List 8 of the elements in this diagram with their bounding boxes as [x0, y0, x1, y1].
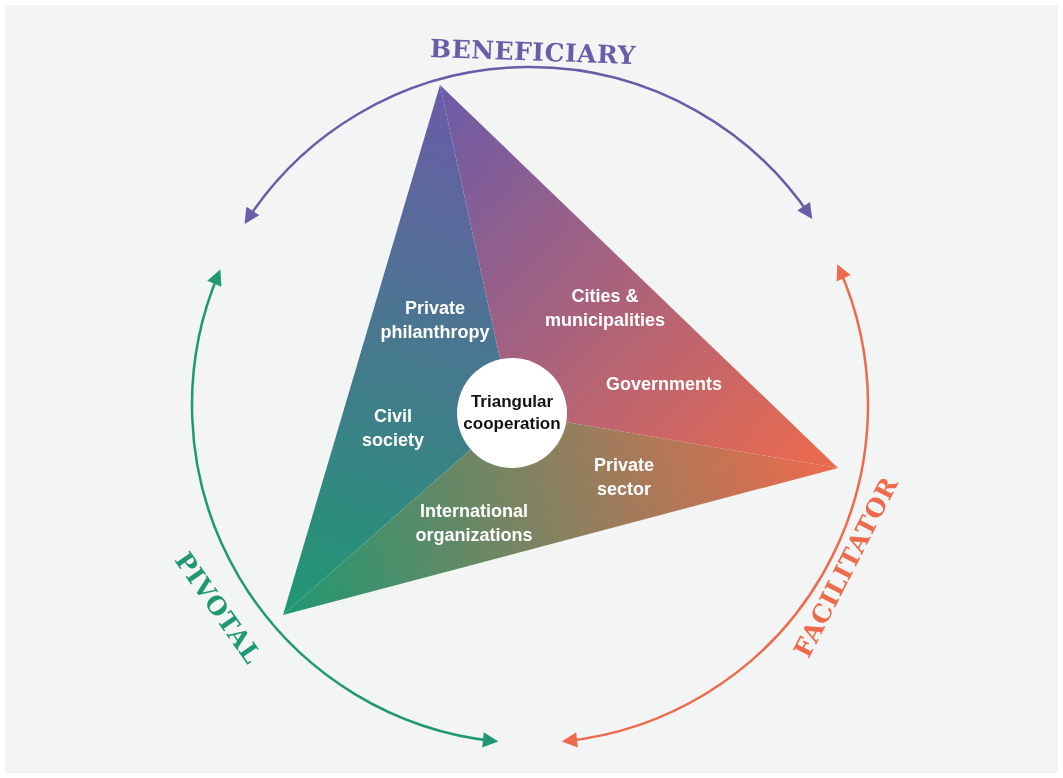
actor-label: International organizations — [414, 500, 534, 547]
actor-label: Private sector — [592, 454, 655, 501]
actor-label: Private philanthropy — [379, 297, 491, 344]
center-label: Triangular cooperation — [462, 391, 562, 435]
role-label: BENEFICIARY — [429, 33, 637, 71]
actor-label: Governments — [604, 373, 723, 396]
actor-label: Civil society — [360, 405, 425, 452]
actor-label: Cities & municipalities — [543, 285, 666, 332]
